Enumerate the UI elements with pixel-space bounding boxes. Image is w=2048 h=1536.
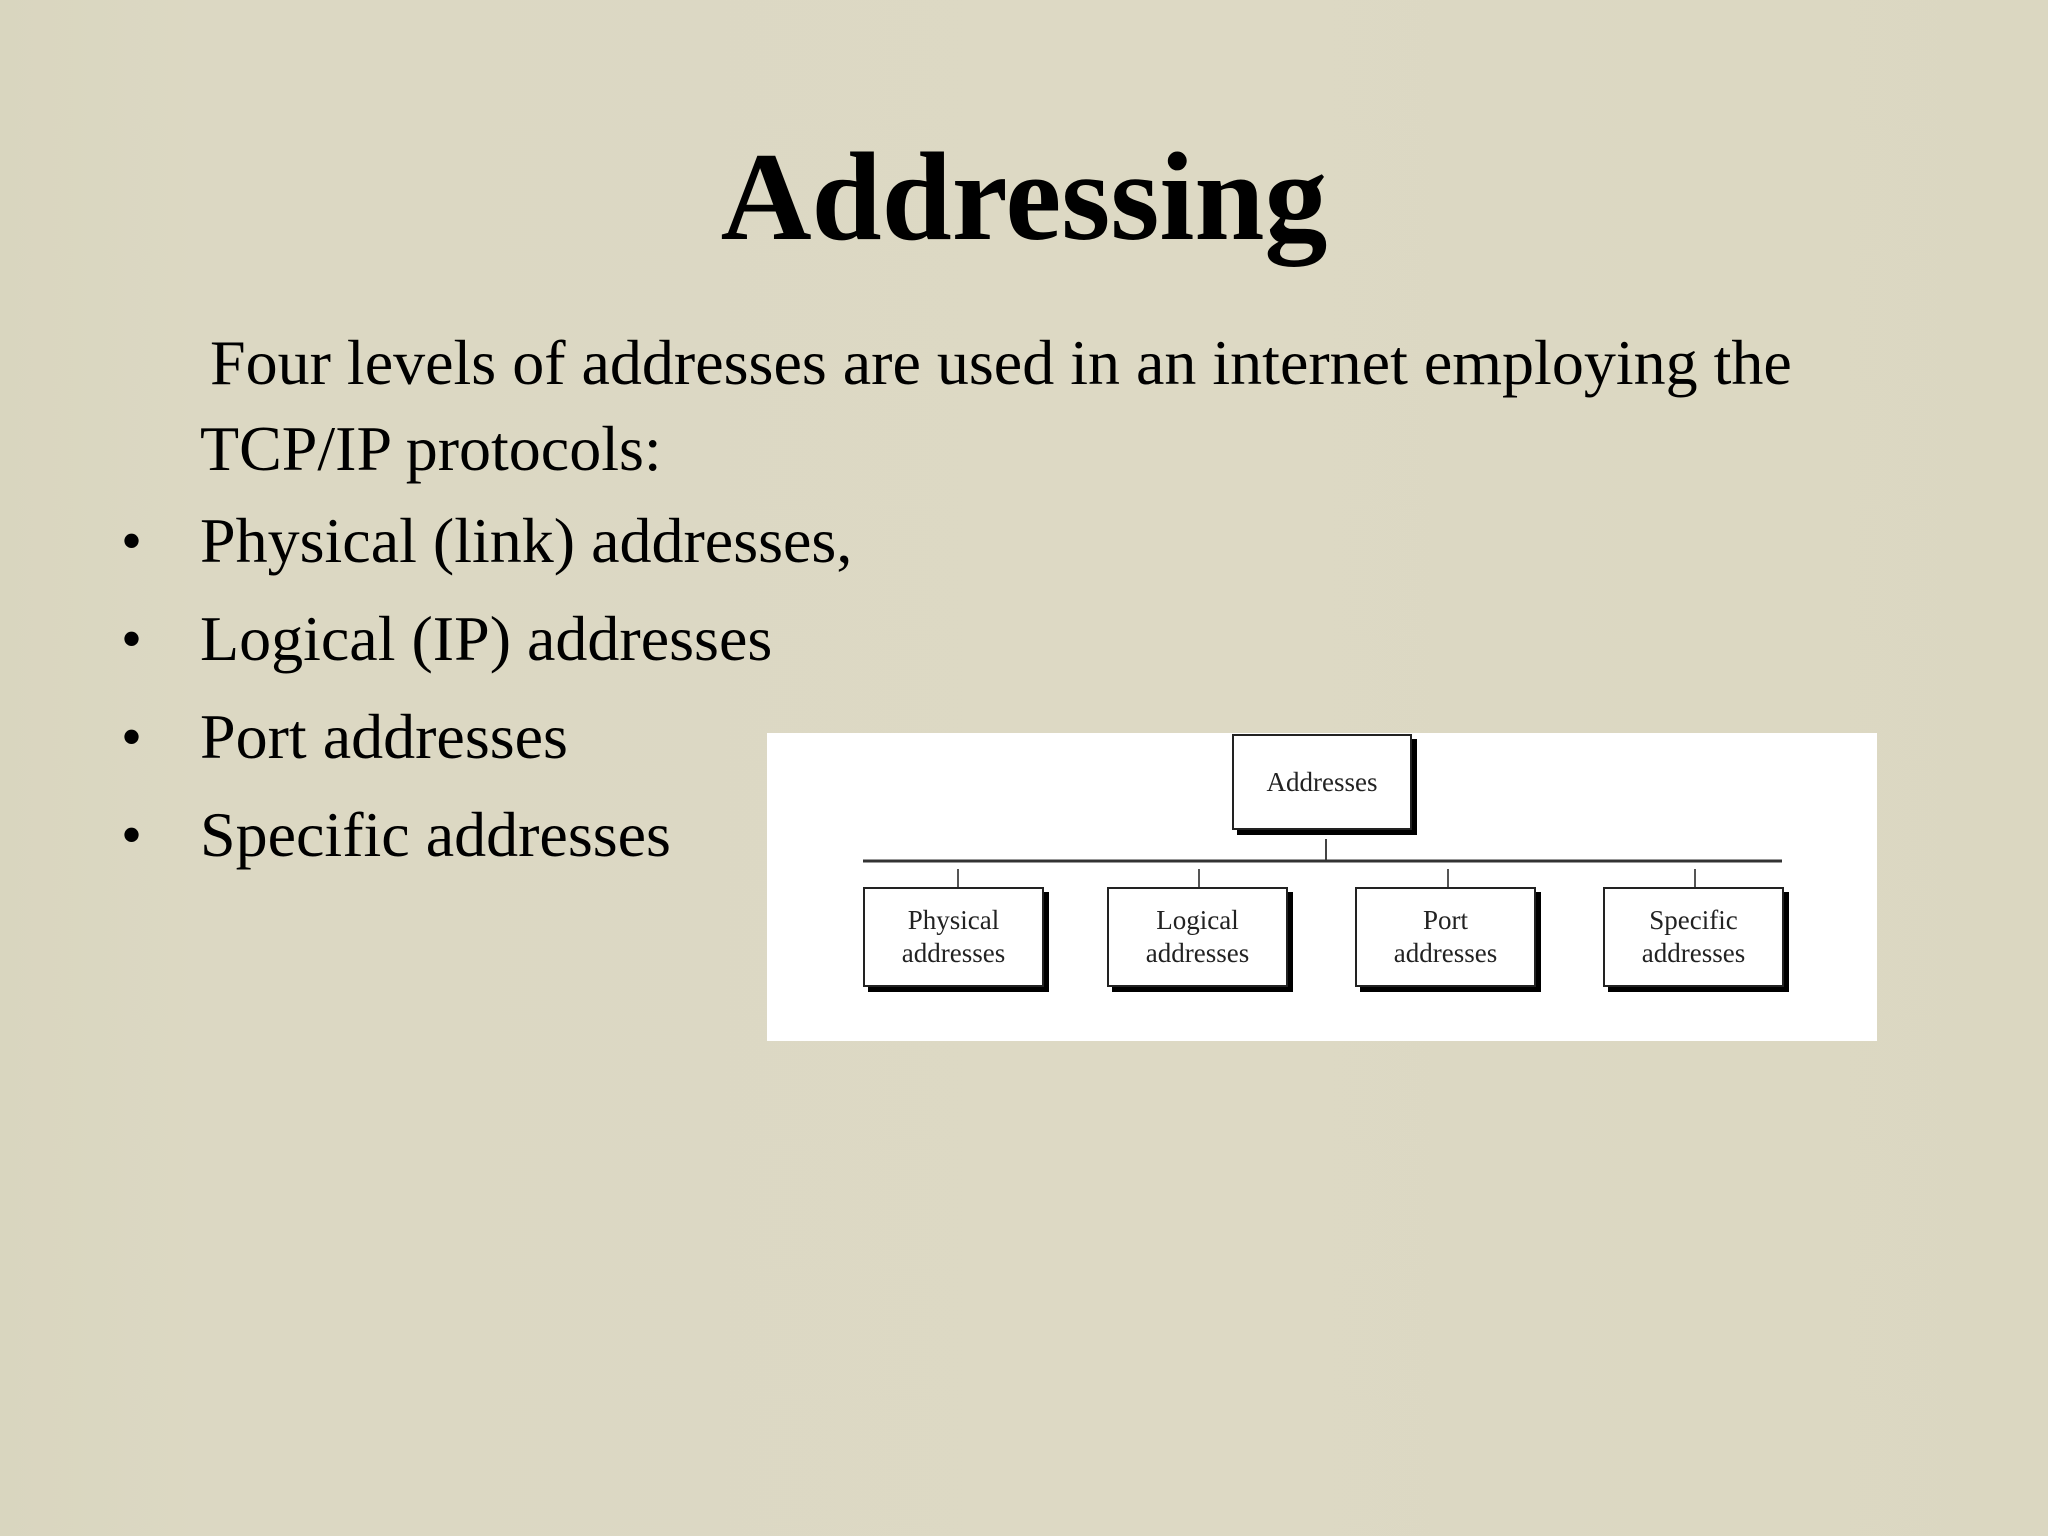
bullet-icon: • <box>121 606 143 672</box>
bullet-text: Specific addresses <box>200 799 671 870</box>
child-box <box>1603 887 1784 987</box>
bullet-icon: • <box>121 802 143 868</box>
root-box <box>1232 734 1412 830</box>
child-node-specific: Specific addresses <box>1604 888 1783 986</box>
bullet-icon: • <box>121 508 143 574</box>
bullet-text: Logical (IP) addresses <box>200 603 773 674</box>
child-node-line1: Logical <box>1156 905 1239 935</box>
bullet-icon: • <box>121 704 143 770</box>
child-node-line2: addresses <box>1641 938 1746 968</box>
child-node-logical: Logical addresses <box>1108 888 1287 986</box>
root-node-text: Addresses <box>1266 766 1378 797</box>
bullet-item: • Logical (IP) addresses <box>0 590 852 688</box>
child-node-line1: Port <box>1422 905 1468 935</box>
bullet-item: • Specific addresses <box>0 786 852 884</box>
child-box <box>1107 887 1288 987</box>
diagram-lines <box>863 734 1789 992</box>
bullet-list: • Physical (link) addresses, • Logical (IP… <box>0 492 852 884</box>
child-box <box>863 887 1044 987</box>
root-node-label: Addresses <box>1233 735 1411 829</box>
child-node-line2: addresses <box>901 938 1006 968</box>
bullet-item: • Physical (link) addresses, <box>0 492 852 590</box>
child-box <box>1355 887 1536 987</box>
child-node-line1: Specific <box>1649 905 1738 935</box>
intro-text: Four levels of addresses are used in an … <box>200 327 1792 484</box>
child-node-port: Port addresses <box>1356 888 1535 986</box>
child-node-physical: Physical addresses <box>864 888 1043 986</box>
slide-title: Addressing <box>720 128 1328 267</box>
address-hierarchy-diagram: Addresses Physical addresses Logical add… <box>767 733 1877 1041</box>
child-node-line2: addresses <box>1393 938 1498 968</box>
bullet-text: Port addresses <box>200 701 568 772</box>
child-node-line1: Physical <box>907 905 1000 935</box>
child-node-line2: addresses <box>1145 938 1250 968</box>
bullet-text: Physical (link) addresses, <box>200 505 853 576</box>
bullet-item: • Port addresses <box>0 688 852 786</box>
